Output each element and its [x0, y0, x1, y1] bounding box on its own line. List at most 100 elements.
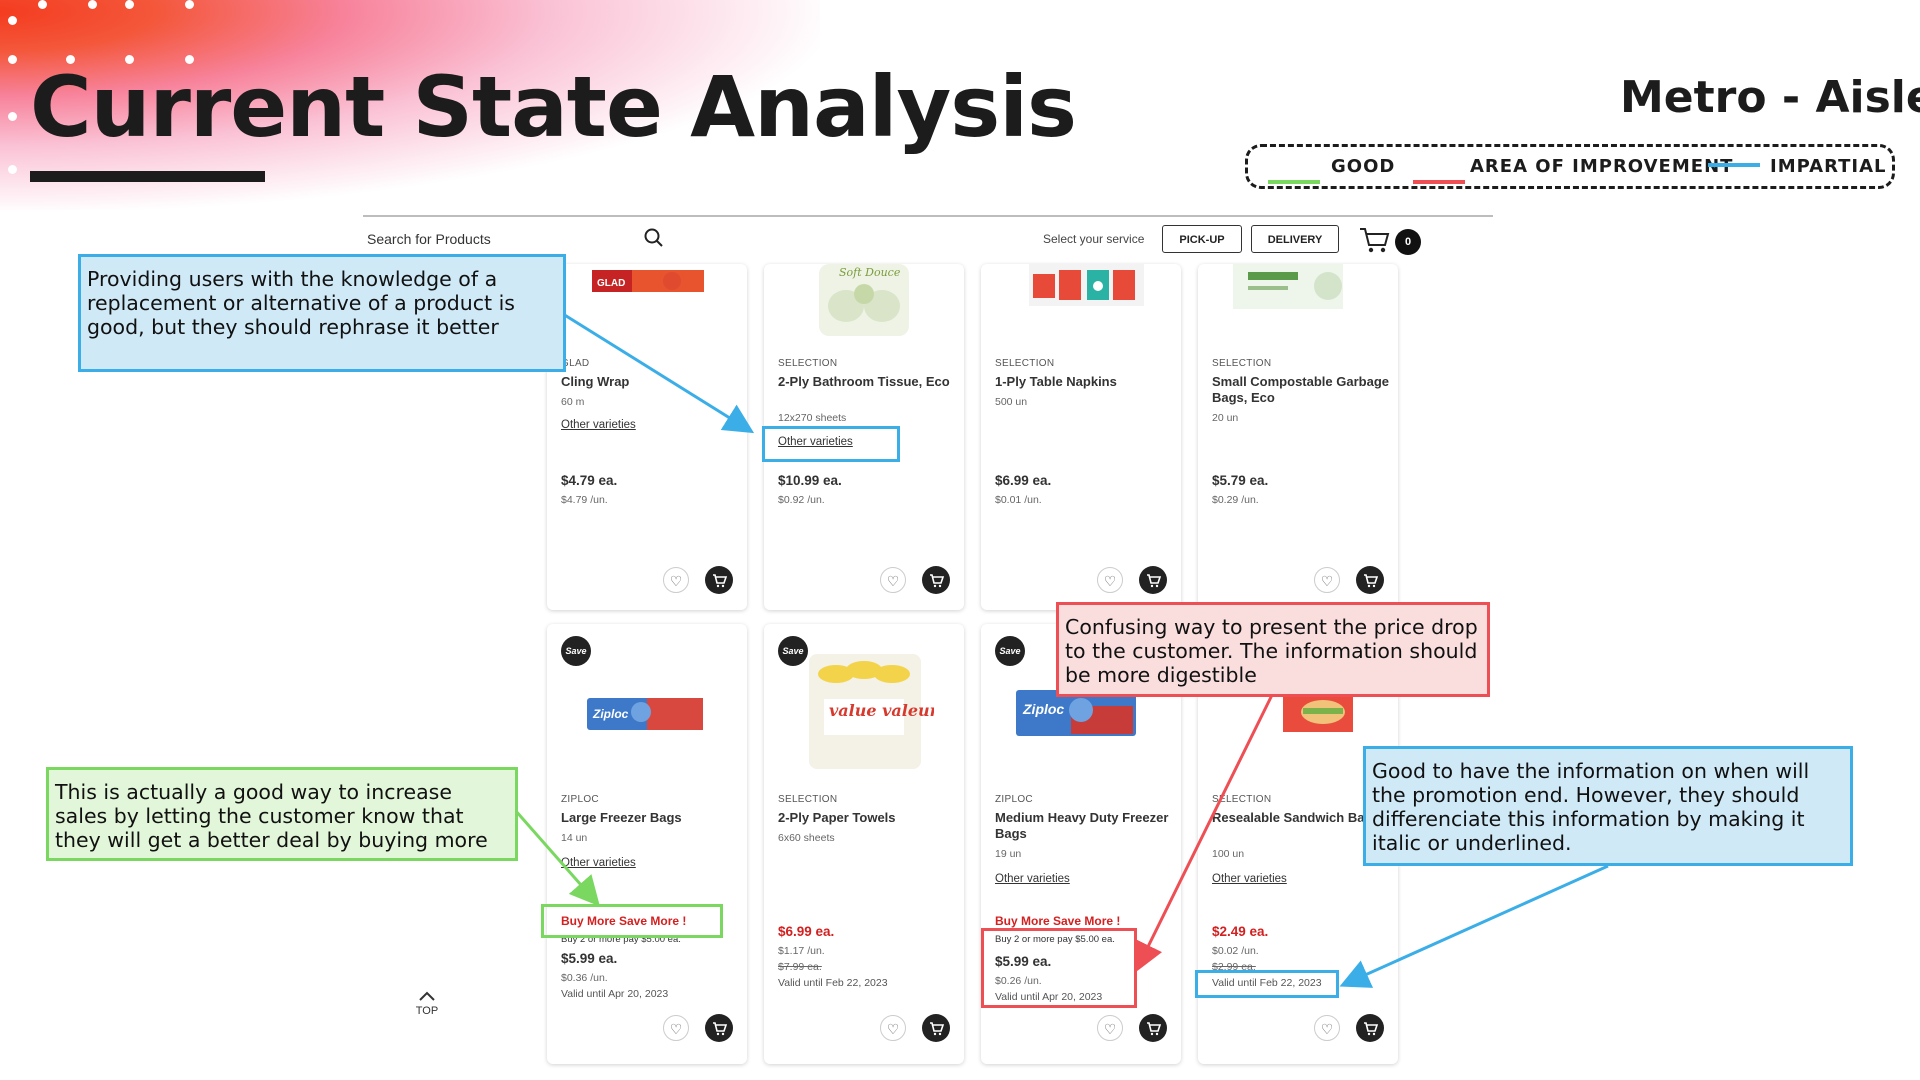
- product-card[interactable]: Save Ziploc ZIPLOC Large Freezer Bags 14…: [547, 624, 747, 1064]
- product-card[interactable]: SELECTION Small Compostable Garbage Bags…: [1198, 264, 1398, 610]
- product-name[interactable]: 1-Ply Table Napkins: [995, 374, 1117, 389]
- product-brand: GLAD: [561, 358, 590, 369]
- decor-dot: [125, 0, 134, 9]
- product-name[interactable]: 2-Ply Paper Towels: [778, 810, 896, 825]
- product-image: value valeur: [794, 654, 940, 769]
- unit-price: $1.17 /un.: [778, 945, 825, 957]
- product-size: 6x60 sheets: [778, 832, 835, 844]
- decor-dot: [185, 0, 194, 9]
- product-card[interactable]: Save value valeur SELECTION 2-Ply Paper …: [764, 624, 964, 1064]
- product-name[interactable]: Resealable Sandwich Bags: [1212, 810, 1380, 825]
- legend-good-label: GOOD: [1331, 156, 1396, 177]
- product-name[interactable]: Cling Wrap: [561, 374, 630, 389]
- heart-icon[interactable]: ♡: [663, 1015, 689, 1041]
- product-size: 100 un: [1212, 848, 1245, 860]
- glad-logo-text: GLAD: [597, 278, 625, 289]
- decor-dot: [8, 55, 17, 64]
- product-card[interactable]: GLAD GLAD Cling Wrap 60 m Other varietie…: [547, 264, 747, 610]
- add-to-cart-icon[interactable]: [922, 566, 950, 594]
- product-image: GLAD: [577, 266, 717, 298]
- heart-icon[interactable]: ♡: [663, 567, 689, 593]
- product-name[interactable]: Medium Heavy Duty Freezer Bags: [995, 810, 1169, 841]
- search-input[interactable]: Search for Products: [367, 231, 491, 247]
- add-to-cart-icon[interactable]: [1356, 566, 1384, 594]
- valid-until: Valid until Feb 22, 2023: [1212, 977, 1322, 989]
- product-name[interactable]: Large Freezer Bags: [561, 810, 682, 825]
- product-price: $5.99 ea.: [995, 954, 1052, 969]
- product-card[interactable]: Save Ziploc ZIPLOC Medium Heavy Duty Fre…: [981, 624, 1181, 1064]
- decor-dot: [88, 0, 97, 9]
- cart-icon[interactable]: [1358, 225, 1392, 259]
- other-varieties-link[interactable]: Other varieties: [561, 419, 636, 431]
- unit-price: $4.79 /un.: [561, 494, 608, 506]
- note-replacement: Providing users with the knowledge of a …: [78, 254, 566, 372]
- delivery-button[interactable]: DELIVERY: [1251, 225, 1339, 253]
- decor-dot: [185, 55, 194, 64]
- highlight-buy-more: [541, 904, 723, 938]
- heart-icon[interactable]: ♡: [1314, 1015, 1340, 1041]
- heart-icon[interactable]: ♡: [1314, 567, 1340, 593]
- slide-title: Current State Analysis: [30, 58, 1077, 156]
- heart-icon[interactable]: ♡: [880, 567, 906, 593]
- other-varieties-link[interactable]: Other varieties: [561, 857, 636, 869]
- product-image: Ziploc: [577, 694, 717, 734]
- product-size: 14 un: [561, 832, 588, 844]
- product-name[interactable]: 2-Ply Bathroom Tissue, Eco: [778, 374, 950, 389]
- valid-until: Valid until Apr 20, 2023: [995, 991, 1103, 1003]
- product-image: Soft Douce: [794, 264, 934, 340]
- heart-icon[interactable]: ♡: [880, 1015, 906, 1041]
- save-badge: Save: [778, 636, 808, 666]
- product-size: 500 un: [995, 396, 1028, 408]
- product-price: $5.99 ea.: [561, 951, 618, 966]
- pickup-button[interactable]: PICK-UP: [1162, 225, 1242, 253]
- add-to-cart-icon[interactable]: [705, 1014, 733, 1042]
- legend: GOOD AREA OF IMPROVEMENT IMPARTIAL: [1245, 144, 1895, 189]
- add-to-cart-icon[interactable]: [1139, 566, 1167, 594]
- decor-dot: [38, 0, 47, 9]
- decor-dot: [8, 165, 17, 174]
- product-brand: SELECTION: [778, 358, 838, 369]
- add-to-cart-icon[interactable]: [1356, 1014, 1384, 1042]
- product-name[interactable]: Small Compostable Garbage Bags, Eco: [1212, 374, 1389, 405]
- legend-improvement-line: [1413, 180, 1465, 184]
- other-varieties-link[interactable]: Other varieties: [995, 873, 1070, 885]
- product-card[interactable]: Soft Douce SELECTION 2-Ply Bathroom Tiss…: [764, 264, 964, 610]
- ziploc-logo-text: Ziploc: [592, 707, 629, 721]
- promo-label: Buy More Save More !: [561, 914, 687, 928]
- other-varieties-link[interactable]: Other varieties: [1212, 873, 1287, 885]
- add-to-cart-icon[interactable]: [1139, 1014, 1167, 1042]
- heart-icon[interactable]: ♡: [1097, 567, 1123, 593]
- add-to-cart-icon[interactable]: [705, 566, 733, 594]
- decor-dot: [8, 112, 17, 121]
- chevron-up-icon: [419, 991, 435, 1001]
- highlight-other-varieties: [762, 426, 900, 462]
- heart-icon[interactable]: ♡: [1097, 1015, 1123, 1041]
- legend-good-line: [1268, 180, 1320, 184]
- product-size: 19 un: [995, 848, 1022, 860]
- highlight-valid-until: [1195, 970, 1339, 998]
- product-brand: SELECTION: [778, 794, 838, 805]
- product-price: $6.99 ea.: [995, 473, 1052, 488]
- tissue-logo-text: Soft Douce: [839, 266, 901, 279]
- product-brand: SELECTION: [995, 358, 1055, 369]
- arrow-buy-more: [513, 809, 600, 907]
- product-image: [1228, 264, 1368, 314]
- legend-improvement-label: AREA OF IMPROVEMENT: [1470, 156, 1734, 177]
- add-to-cart-icon[interactable]: [922, 1014, 950, 1042]
- unit-price: $0.01 /un.: [995, 494, 1042, 506]
- search-icon[interactable]: [643, 227, 665, 253]
- unit-price: $0.02 /un.: [1212, 945, 1259, 957]
- note-buy-more: This is actually a good way to increase …: [46, 767, 518, 861]
- product-price: $2.49 ea.: [1212, 924, 1269, 939]
- other-varieties-link[interactable]: Other varieties: [778, 436, 853, 448]
- product-image: [1011, 264, 1151, 312]
- decor-dot: [66, 55, 75, 64]
- unit-price: $0.36 /un.: [561, 972, 608, 984]
- decor-dot: [8, 16, 17, 25]
- promo-detail: Buy 2 or more pay $5.00 ea.: [995, 934, 1115, 945]
- unit-price: $0.92 /un.: [778, 494, 825, 506]
- unit-price: $0.26 /un.: [995, 975, 1042, 987]
- product-image: Ziploc: [1011, 688, 1151, 740]
- back-to-top-button[interactable]: TOP: [412, 990, 442, 1017]
- product-card[interactable]: SELECTION 1-Ply Table Napkins 500 un $6.…: [981, 264, 1181, 610]
